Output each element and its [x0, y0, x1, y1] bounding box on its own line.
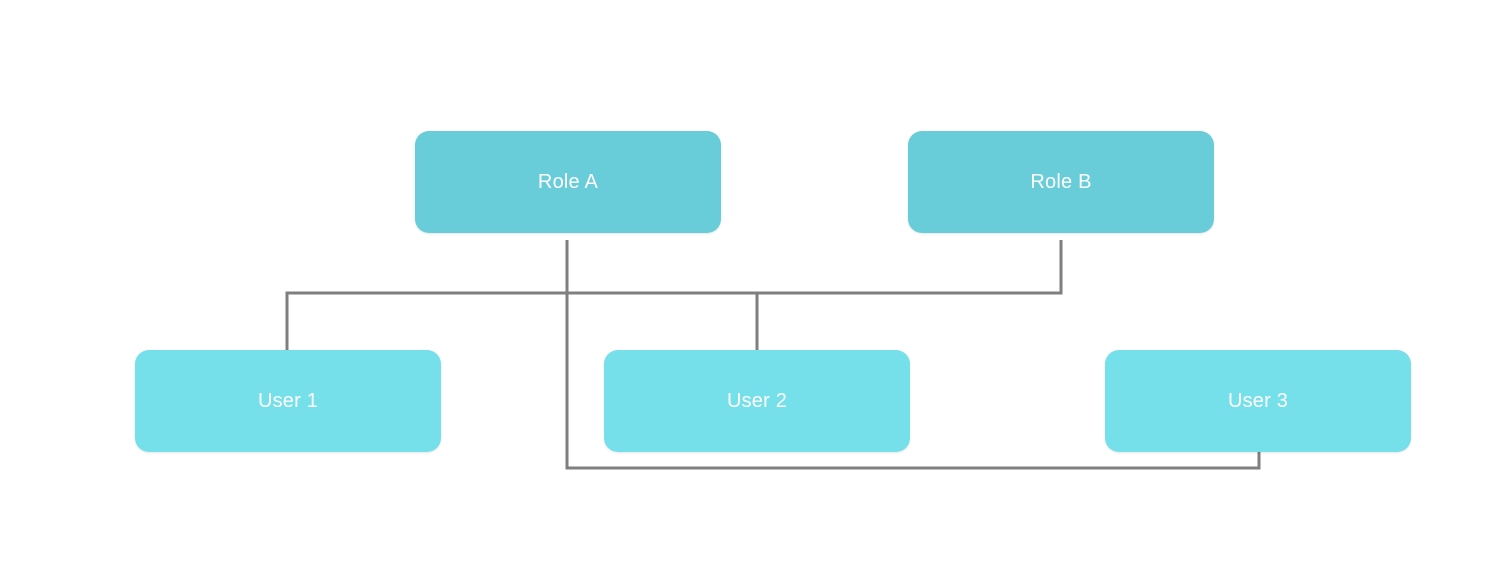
node-label-user-2: User 2 — [726, 390, 788, 412]
edge-user3-rolea — [565, 240, 1261, 470]
node-label-role-a: Role A — [537, 171, 599, 193]
node-role-b[interactable]: Role B — [908, 131, 1214, 233]
edge-user2-roleb — [755, 240, 1063, 350]
node-user-1[interactable]: User 1 — [135, 350, 441, 452]
node-role-a[interactable]: Role A — [415, 131, 721, 233]
node-user-2[interactable]: User 2 — [604, 350, 910, 452]
edge-user1-roleb — [285, 240, 1063, 350]
node-label-role-b: Role B — [1030, 171, 1092, 193]
node-label-user-1: User 1 — [257, 390, 319, 412]
node-user-3[interactable]: User 3 — [1105, 350, 1411, 452]
node-label-user-3: User 3 — [1227, 390, 1289, 412]
